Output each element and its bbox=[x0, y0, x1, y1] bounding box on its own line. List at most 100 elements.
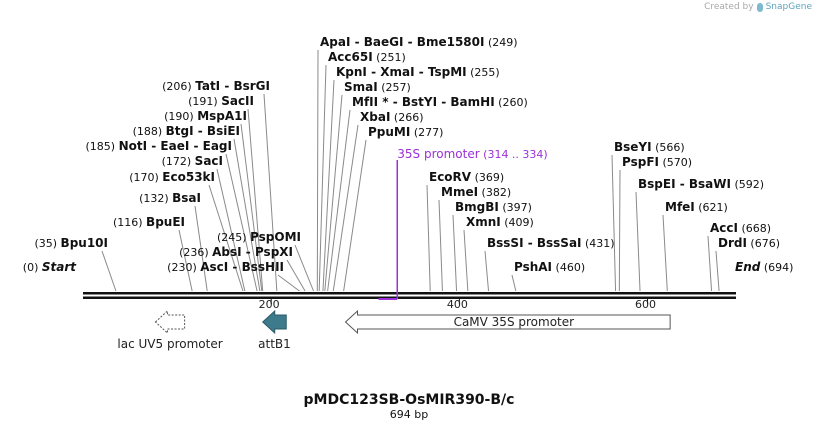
enzyme-label: Acc65I (251) bbox=[328, 50, 406, 64]
enzyme-label: PshAI (460) bbox=[514, 260, 585, 274]
enzyme-site-line bbox=[225, 153, 258, 292]
enzyme-position: (621) bbox=[695, 201, 728, 214]
enzyme-name: Bpu10I bbox=[61, 236, 108, 250]
enzyme-name: Eco53kI bbox=[162, 170, 215, 184]
primer-range: (314 .. 334) bbox=[480, 148, 548, 161]
enzyme-label: (191) SacII bbox=[188, 94, 254, 108]
enzyme-site-line bbox=[327, 109, 351, 292]
enzyme-site-line bbox=[452, 214, 458, 292]
enzyme-position: (369) bbox=[471, 171, 504, 184]
enzyme-site-line bbox=[322, 79, 335, 292]
enzyme-position: (409) bbox=[501, 216, 534, 229]
enzyme-site-line bbox=[715, 250, 720, 292]
enzyme-name: BpuEI bbox=[146, 215, 185, 229]
enzyme-label: BmgBI (397) bbox=[455, 200, 532, 214]
enzyme-label: EcoRV (369) bbox=[429, 170, 504, 184]
feature-arrow bbox=[344, 309, 671, 335]
enzyme-label: DrdI (676) bbox=[718, 236, 780, 250]
enzyme-position: (116) bbox=[113, 216, 146, 229]
enzyme-position: (694) bbox=[760, 261, 793, 274]
enzyme-position: (260) bbox=[495, 96, 528, 109]
enzyme-site-line bbox=[511, 274, 517, 292]
enzyme-label: KpnI - XmaI - TspMI (255) bbox=[336, 65, 500, 79]
enzyme-site-line bbox=[484, 250, 490, 292]
enzyme-label: (190) MspA1I bbox=[164, 109, 247, 123]
enzyme-name: MmeI bbox=[441, 185, 478, 199]
snapgene-logo-icon bbox=[756, 2, 763, 12]
enzyme-label: (170) Eco53kI bbox=[129, 170, 215, 184]
enzyme-site-line bbox=[316, 49, 319, 292]
enzyme-site-line bbox=[463, 229, 469, 292]
enzyme-position: (668) bbox=[738, 222, 771, 235]
enzyme-site-line bbox=[635, 191, 641, 292]
enzyme-position: (431) bbox=[582, 237, 615, 250]
scale-tick-label: 400 bbox=[447, 298, 468, 311]
enzyme-label: (245) PspOMI bbox=[217, 230, 301, 244]
enzyme-label: PspFI (570) bbox=[622, 155, 692, 169]
enzyme-name: BseYI bbox=[614, 140, 652, 154]
enzyme-position: (255) bbox=[467, 66, 500, 79]
enzyme-position: (236) bbox=[179, 246, 212, 259]
enzyme-site-line bbox=[233, 138, 261, 292]
snapgene-credit: Created by SnapGene bbox=[704, 2, 812, 12]
enzyme-position: (566) bbox=[652, 141, 685, 154]
enzyme-name: KpnI - XmaI - TspMI bbox=[336, 65, 467, 79]
enzyme-site-line bbox=[286, 259, 306, 292]
enzyme-position: (190) bbox=[164, 110, 197, 123]
enzyme-position: (257) bbox=[378, 81, 411, 94]
enzyme-position: (245) bbox=[217, 231, 250, 244]
enzyme-site-line bbox=[707, 235, 713, 292]
feature-label: CaMV 35S promoter bbox=[454, 315, 575, 329]
enzyme-position: (249) bbox=[484, 36, 517, 49]
enzyme-name: AccI bbox=[710, 221, 738, 235]
enzyme-name: Acc65I bbox=[328, 50, 373, 64]
enzyme-label: SmaI (257) bbox=[344, 80, 411, 94]
enzyme-name: End bbox=[735, 260, 761, 274]
enzyme-position: (230) bbox=[167, 261, 200, 274]
enzyme-name: PspFI bbox=[622, 155, 659, 169]
enzyme-position: (592) bbox=[731, 178, 764, 191]
enzyme-position: (570) bbox=[659, 156, 692, 169]
enzyme-site-line bbox=[438, 199, 443, 292]
enzyme-site-line bbox=[263, 93, 278, 292]
enzyme-position: (172) bbox=[162, 155, 195, 168]
enzyme-name: MfeI bbox=[665, 200, 695, 214]
enzyme-label: (206) TatI - BsrGI bbox=[162, 79, 270, 93]
enzyme-position: (170) bbox=[129, 171, 162, 184]
enzyme-site-line bbox=[332, 124, 359, 292]
enzyme-label: (132) BsaI bbox=[139, 191, 201, 205]
enzyme-site-line bbox=[216, 168, 246, 292]
enzyme-site-line bbox=[247, 108, 264, 292]
enzyme-label: (35) Bpu10I bbox=[34, 236, 108, 250]
enzyme-site-line bbox=[662, 214, 668, 292]
enzyme-position: (206) bbox=[162, 80, 195, 93]
enzyme-label: MfeI (621) bbox=[665, 200, 728, 214]
enzyme-label: BspEI - BsaWI (592) bbox=[638, 177, 764, 191]
enzyme-name: SacII bbox=[221, 94, 254, 108]
enzyme-label: PpuMI (277) bbox=[368, 125, 443, 139]
plasmid-name: pMDC123SB-OsMIR390-B/c bbox=[304, 392, 515, 408]
enzyme-label: (188) BtgI - BsiEI bbox=[133, 124, 240, 138]
enzyme-label: End (694) bbox=[735, 260, 793, 274]
enzyme-name: Start bbox=[42, 260, 77, 274]
enzyme-name: SacI bbox=[195, 154, 223, 168]
enzyme-name: EcoRV bbox=[429, 170, 472, 184]
enzyme-position: (460) bbox=[552, 261, 585, 274]
enzyme-label: (172) SacI bbox=[162, 154, 223, 168]
enzyme-name: XbaI bbox=[360, 110, 390, 124]
enzyme-site-line bbox=[277, 274, 300, 292]
scale-tick-label: 600 bbox=[635, 298, 656, 311]
enzyme-name: AscI - BssHII bbox=[200, 260, 284, 274]
primer-name: 35S promoter bbox=[397, 147, 479, 161]
enzyme-label: (0) Start bbox=[23, 260, 77, 274]
enzyme-name: PshAI bbox=[514, 260, 552, 274]
enzyme-label: (116) BpuEI bbox=[113, 215, 185, 229]
backbone-bottom-line bbox=[83, 296, 736, 299]
credit-brand: SnapGene bbox=[765, 2, 812, 12]
enzyme-site-line bbox=[240, 123, 263, 292]
scale-tick-label: 200 bbox=[259, 298, 280, 311]
enzyme-position: (185) bbox=[86, 140, 119, 153]
enzyme-site-line bbox=[324, 94, 343, 292]
